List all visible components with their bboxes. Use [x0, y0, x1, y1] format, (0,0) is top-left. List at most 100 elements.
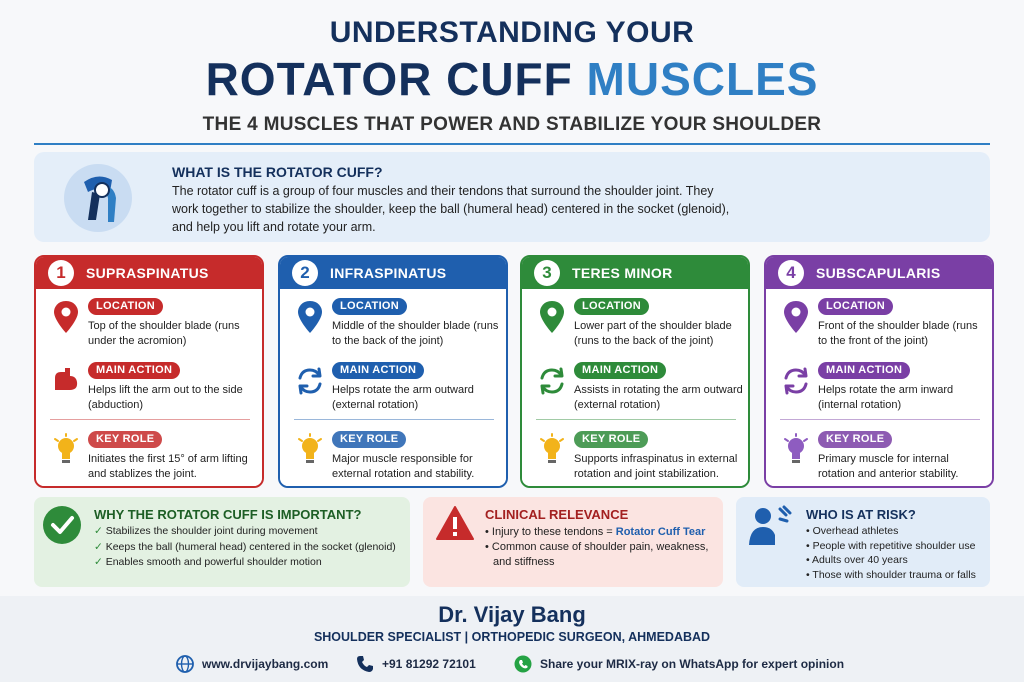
- action-row: MAIN ACTION Helps lift the arm out to th…: [36, 362, 262, 412]
- location-pin-icon: [298, 301, 322, 333]
- key-role-row: KEY ROLE Major muscle responsible for ex…: [280, 431, 506, 481]
- risk-item: • People with repetitive shoulder use: [806, 539, 976, 552]
- card-header: 3 TERES MINOR: [522, 257, 748, 289]
- title-rotator-cuff: ROTATOR CUFF: [205, 53, 573, 105]
- doctor-credentials: SHOULDER SPECIALIST | ORTHOPEDIC SURGEON…: [313, 630, 711, 644]
- lightbulb-icon: [54, 433, 78, 463]
- main-action-text: Helps lift the arm out to the side (abdu…: [88, 384, 243, 411]
- location-text: Top of the shoulder blade (runs under th…: [88, 320, 240, 347]
- main-action-label: MAIN ACTION: [88, 362, 181, 379]
- risk-item: • Those with shoulder trauma or falls: [806, 568, 976, 581]
- globe-icon: [176, 655, 194, 673]
- website-link[interactable]: www.drvijaybang.com: [176, 654, 346, 674]
- location-row: LOCATION Top of the shoulder blade (runs…: [36, 298, 262, 348]
- key-role-text: Major muscle responsible for external ro…: [332, 453, 475, 480]
- location-label: LOCATION: [332, 298, 408, 315]
- action-row: MAIN ACTION Helps rotate the arm inward …: [766, 362, 992, 412]
- what-is-panel: WHAT IS THE ROTATOR CUFF? The rotator cu…: [34, 152, 990, 242]
- rotation-arrows-icon: [540, 367, 564, 395]
- card-divider: [536, 419, 736, 420]
- what-is-title: WHAT IS THE ROTATOR CUFF?: [172, 164, 383, 180]
- key-role-row: KEY ROLE Supports infraspinatus in exter…: [522, 431, 748, 481]
- location-row: LOCATION Middle of the shoulder blade (r…: [280, 298, 506, 348]
- shoulder-joint-icon: [64, 164, 132, 232]
- card-title: TERES MINOR: [572, 265, 673, 281]
- location-text: Front of the shoulder blade (runs to the…: [818, 320, 978, 347]
- muscle-card: 1 SUPRASPINATUS LOCATION Top of the shou…: [34, 255, 264, 488]
- whatsapp-link[interactable]: Share your MRIX-ray on WhatsApp for expe…: [514, 654, 854, 674]
- main-action-text: Helps rotate the arm inward (internal ro…: [818, 384, 954, 411]
- lightbulb-icon: [540, 433, 564, 463]
- card-divider: [50, 419, 250, 420]
- key-role-text: Initiates the first 15° of arm lifting a…: [88, 453, 248, 480]
- main-action-label: MAIN ACTION: [818, 362, 911, 379]
- header-divider: [34, 143, 990, 145]
- clinical-item: • Injury to these tendons = Rotator Cuff…: [485, 526, 706, 538]
- whatsapp-icon: [514, 655, 532, 673]
- main-action-text: Assists in rotating the arm outward (ext…: [574, 384, 743, 411]
- location-pin-icon: [784, 301, 808, 333]
- main-action-label: MAIN ACTION: [332, 362, 425, 379]
- title-line-2: ROTATOR CUFF MUSCLES: [0, 52, 1024, 106]
- card-title: SUBSCAPULARIS: [816, 265, 941, 281]
- location-text: Middle of the shoulder blade (runs to th…: [332, 320, 499, 347]
- key-role-label: KEY ROLE: [88, 431, 163, 448]
- risk-item: • Adults over 40 years: [806, 554, 908, 566]
- checkmark-icon: [43, 506, 81, 544]
- subtitle: THE 4 MUSCLES THAT POWER AND STABILIZE Y…: [202, 114, 822, 135]
- muscle-card: 4 SUBSCAPULARIS LOCATION Front of the sh…: [764, 255, 994, 488]
- lightbulb-icon: [298, 433, 322, 463]
- location-row: LOCATION Lower part of the shoulder blad…: [522, 298, 748, 348]
- key-role-text: Supports infraspinatus in external rotat…: [574, 453, 738, 480]
- location-label: LOCATION: [88, 298, 164, 315]
- title-line-1: UNDERSTANDING YOUR: [329, 16, 695, 49]
- card-title: INFRASPINATUS: [330, 265, 447, 281]
- card-header: 2 INFRASPINATUS: [280, 257, 506, 289]
- location-pin-icon: [54, 301, 78, 333]
- card-number: 2: [292, 260, 318, 286]
- card-number: 1: [48, 260, 74, 286]
- rotation-arrows-icon: [784, 367, 808, 395]
- location-pin-icon: [540, 301, 564, 333]
- clinical-title: CLINICAL RELEVANCE: [485, 507, 629, 522]
- title-muscles: MUSCLES: [586, 53, 819, 105]
- muscle-arm-icon: [55, 368, 78, 390]
- clinical-relevance-panel: CLINICAL RELEVANCE • Injury to these ten…: [423, 497, 723, 587]
- key-role-label: KEY ROLE: [818, 431, 893, 448]
- phone-icon: [357, 656, 373, 672]
- card-header: 4 SUBSCAPULARIS: [766, 257, 992, 289]
- person-at-risk-icon: [749, 505, 792, 545]
- location-text: Lower part of the shoulder blade (runs t…: [574, 320, 732, 347]
- key-role-row: KEY ROLE Primary muscle for internal rot…: [766, 431, 992, 481]
- clinical-list: • Injury to these tendons = Rotator Cuff…: [485, 525, 715, 570]
- risk-item: • Overhead athletes: [806, 525, 899, 537]
- main-action-label: MAIN ACTION: [574, 362, 667, 379]
- rotation-arrows-icon: [298, 367, 322, 395]
- location-row: LOCATION Front of the shoulder blade (ru…: [766, 298, 992, 348]
- warning-icon: [436, 506, 474, 540]
- key-role-text: Primary muscle for internal rotation and…: [818, 453, 959, 480]
- footer: Dr. Vijay Bang SHOULDER SPECIALIST | ORT…: [0, 596, 1024, 682]
- clinical-item: • Common cause of shoulder pain, weaknes…: [485, 541, 709, 568]
- who-at-risk-title: WHO IS AT RISK?: [806, 507, 916, 522]
- who-at-risk-panel: WHO IS AT RISK? • Overhead athletes • Pe…: [736, 497, 990, 587]
- muscle-card: 2 INFRASPINATUS LOCATION Middle of the s…: [278, 255, 508, 488]
- card-header: 1 SUPRASPINATUS: [36, 257, 262, 289]
- muscle-card: 3 TERES MINOR LOCATION Lower part of the…: [520, 255, 750, 488]
- lightbulb-icon: [784, 433, 808, 463]
- why-important-list: ✓ Stabilizes the shoulder joint during m…: [94, 524, 396, 571]
- key-role-label: KEY ROLE: [332, 431, 407, 448]
- why-important-title: WHY THE ROTATOR CUFF IS IMPORTANT?: [94, 507, 362, 522]
- main-action-text: Helps rotate the arm outward (external r…: [332, 384, 474, 411]
- why-important-item: ✓ Enables smooth and powerful shoulder m…: [94, 556, 322, 568]
- card-number: 3: [534, 260, 560, 286]
- phone-link[interactable]: +91 81292 72101: [356, 654, 496, 674]
- why-important-item: ✓ Keeps the ball (humeral head) centered…: [94, 540, 396, 553]
- contact-row: www.drvijaybang.com +91 81292 72101 Shar…: [0, 654, 1024, 674]
- who-at-risk-list: • Overhead athletes • People with repeti…: [806, 524, 976, 582]
- what-is-text: The rotator cuff is a group of four musc…: [172, 184, 730, 234]
- key-role-label: KEY ROLE: [574, 431, 649, 448]
- why-important-item: ✓ Stabilizes the shoulder joint during m…: [94, 525, 318, 537]
- card-number: 4: [778, 260, 804, 286]
- card-divider: [780, 419, 980, 420]
